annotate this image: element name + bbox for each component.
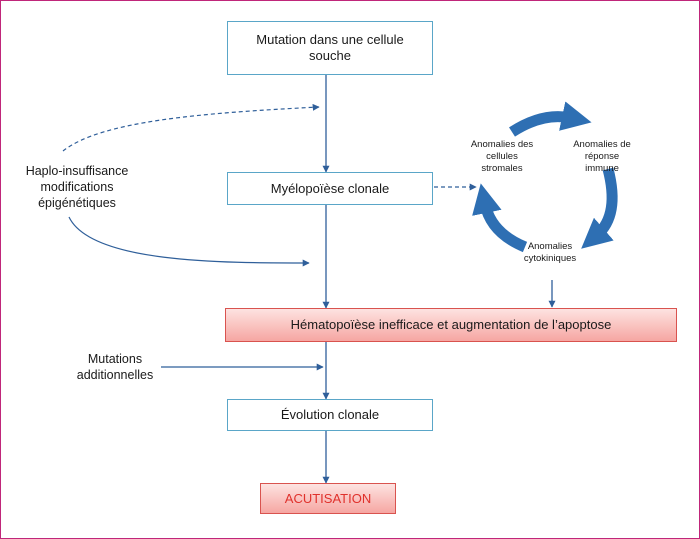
cycle-arrow-stromal-to-immune [509, 101, 592, 137]
arrow-haplo-dashed-to-mutation-flow [62, 103, 320, 152]
hematopoiese-box-text: Hématopoïèse inefficace et augmentation … [290, 317, 612, 332]
mutation-box-text: Mutation dans une cellule souche [256, 32, 404, 63]
cycle-arrow-immune-to-cytokinic [581, 167, 618, 249]
acutisation-box-text: ACUTISATION [284, 490, 372, 506]
cycle-label-cytokinic: Anomalies cytokiniques [523, 241, 577, 264]
evolution-box-text: Évolution clonale [280, 407, 380, 422]
evolution-box: Évolution clonale [227, 399, 433, 431]
myelopoiese-box: Myélopoïèse clonale [227, 172, 433, 205]
cycle-arrow-cytokinic-to-stromal [472, 183, 528, 253]
hematopoiese-box: Hématopoïèse inefficace et augmentation … [225, 308, 677, 342]
mutations-additionnelles-label: Mutations additionnelles [76, 352, 154, 382]
cycle-label-stromal: Anomalies des cellules stromales [470, 139, 534, 174]
haplo-insuffisance-label: Haplo-insuffisance modifications épigéné… [25, 164, 129, 210]
cycle-label-immune: Anomalies de réponse immune [573, 139, 631, 174]
arrow-haplo-to-myelopoiese-flow [68, 216, 310, 267]
mutation-box: Mutation dans une cellule souche [227, 21, 433, 75]
myelopoiese-box-text: Myélopoïèse clonale [270, 180, 390, 196]
acutisation-box: ACUTISATION [260, 483, 396, 514]
